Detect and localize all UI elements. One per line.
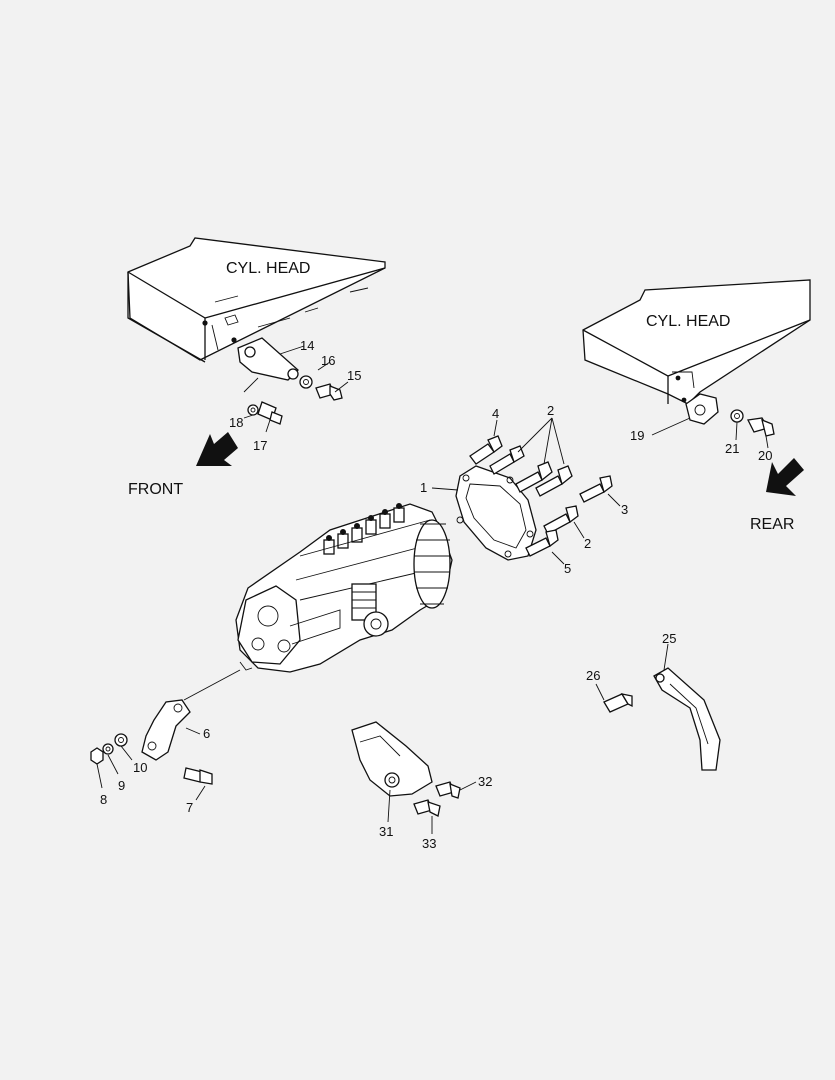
washer-9 bbox=[102, 743, 114, 755]
nut-8 bbox=[90, 747, 104, 765]
callout-8: 8 bbox=[100, 792, 107, 807]
washer-16 bbox=[299, 375, 313, 389]
bolt-32 bbox=[435, 781, 461, 799]
bolt-4 bbox=[469, 435, 503, 465]
callout-3: 3 bbox=[621, 502, 628, 517]
callout-25: 25 bbox=[662, 631, 676, 646]
bolt-15 bbox=[315, 383, 343, 401]
callout-15: 15 bbox=[347, 368, 361, 383]
rear-label: REAR bbox=[750, 516, 794, 533]
adjusting-strap-25 bbox=[653, 667, 721, 771]
callout-31: 31 bbox=[379, 824, 393, 839]
rear-support-bracket-6 bbox=[141, 699, 191, 761]
callout-2a: 2 bbox=[547, 403, 554, 418]
callout-16: 16 bbox=[321, 353, 335, 368]
support-bracket-31 bbox=[351, 721, 433, 797]
callout-7: 7 bbox=[186, 800, 193, 815]
callout-26: 26 bbox=[586, 668, 600, 683]
callout-10: 10 bbox=[133, 760, 147, 775]
callout-5: 5 bbox=[564, 561, 571, 576]
feed-pump bbox=[351, 583, 389, 637]
callout-21: 21 bbox=[725, 441, 739, 456]
callout-20: 20 bbox=[758, 448, 772, 463]
bolt-26 bbox=[603, 693, 633, 713]
bolt-2-group-top bbox=[489, 445, 573, 497]
callout-33: 33 bbox=[422, 836, 436, 851]
callout-32: 32 bbox=[478, 774, 492, 789]
front-direction-arrow-icon bbox=[196, 432, 238, 466]
cylinder-head-right bbox=[582, 279, 811, 405]
bolt-2-lower bbox=[543, 505, 579, 535]
front-label: FRONT bbox=[128, 481, 183, 498]
bolt-20 bbox=[747, 417, 775, 437]
callout-2b: 2 bbox=[584, 536, 591, 551]
callout-14: 14 bbox=[300, 338, 314, 353]
callout-1: 1 bbox=[420, 480, 427, 495]
washer-18 bbox=[247, 404, 259, 416]
callout-18: 18 bbox=[229, 415, 243, 430]
delivery-valve-row bbox=[323, 503, 405, 555]
governor-housing bbox=[237, 585, 301, 665]
bolt-17 bbox=[257, 401, 283, 425]
callout-9: 9 bbox=[118, 778, 125, 793]
rear-mount-bracket-left bbox=[237, 337, 299, 393]
washer-21 bbox=[730, 409, 744, 423]
rear-direction-arrow-icon bbox=[766, 458, 804, 496]
cyl-head-right-label: CYL. HEAD bbox=[646, 313, 730, 330]
callout-19: 19 bbox=[630, 428, 644, 443]
rear-mount-plate-right bbox=[685, 393, 719, 425]
cyl-head-left-label: CYL. HEAD bbox=[226, 260, 310, 277]
bolt-33 bbox=[413, 799, 441, 817]
callout-6: 6 bbox=[203, 726, 210, 741]
callout-4: 4 bbox=[492, 406, 499, 421]
washer-10 bbox=[114, 733, 128, 747]
fuel-injection-pump bbox=[235, 503, 453, 673]
cylinder-head-left bbox=[127, 237, 386, 363]
callout-17: 17 bbox=[253, 438, 267, 453]
bolt-7 bbox=[183, 767, 213, 785]
drive-gear bbox=[413, 519, 451, 609]
gasket-1 bbox=[455, 465, 537, 561]
bolt-5 bbox=[525, 529, 559, 557]
bolt-3 bbox=[579, 475, 613, 503]
